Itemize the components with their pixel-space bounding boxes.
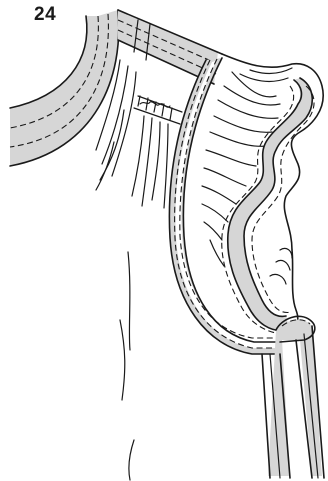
- gather-ties: [134, 96, 182, 124]
- neckline-binding: [10, 10, 119, 166]
- armhole-facing: [222, 78, 314, 334]
- step-number: 24: [34, 4, 56, 26]
